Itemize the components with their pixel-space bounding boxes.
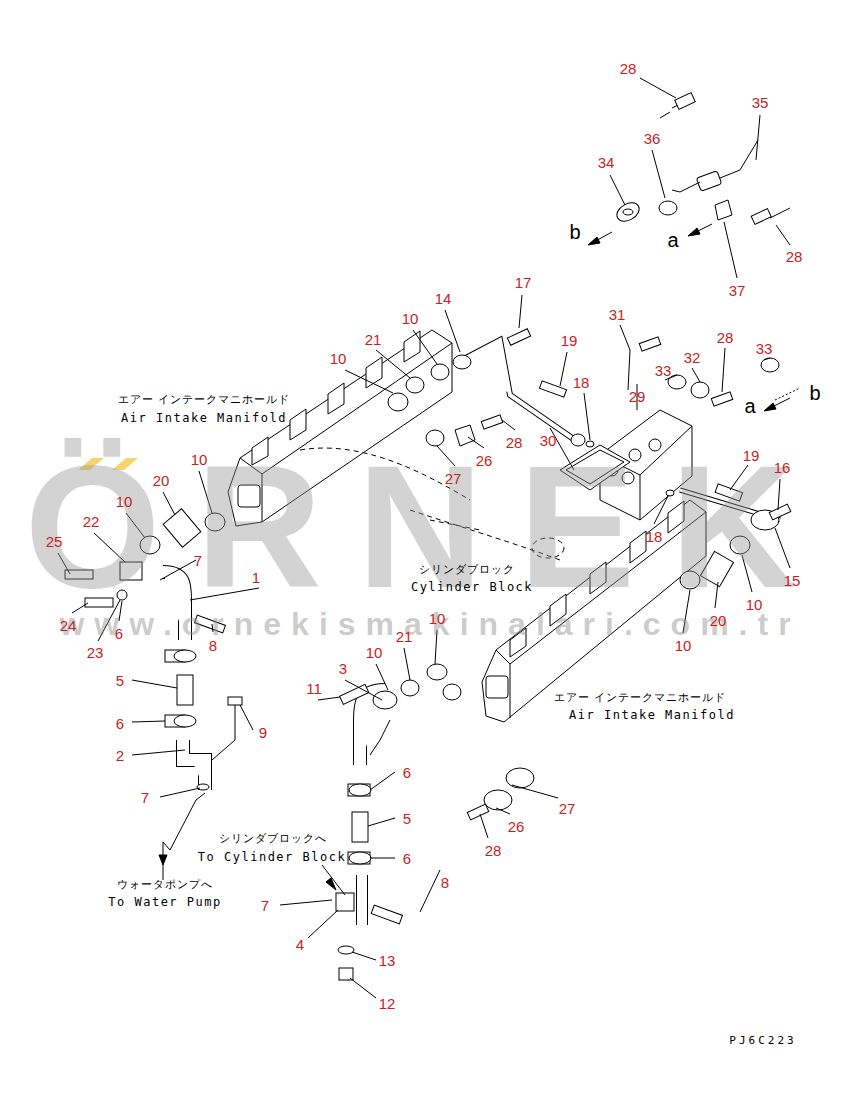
callout-number: 10 bbox=[675, 638, 692, 653]
callout-number: 33 bbox=[655, 363, 672, 378]
callout-number: 1 bbox=[252, 570, 260, 585]
callout-number: 10 bbox=[429, 611, 446, 626]
callout-number: 22 bbox=[83, 514, 100, 529]
part-name-english: Air Intake Manifold bbox=[569, 709, 735, 721]
callout-number: 6 bbox=[116, 716, 124, 731]
part-name-japanese: エアー インテークマニホールド bbox=[118, 394, 291, 405]
callout-number: 3 bbox=[339, 661, 347, 676]
callout-number: 10 bbox=[116, 494, 133, 509]
drawing-code: PJ6C223 bbox=[729, 1035, 796, 1046]
part-name-japanese: シリンダブロックへ bbox=[219, 833, 327, 844]
callout-number: 28 bbox=[717, 330, 734, 345]
callout-number: 28 bbox=[620, 61, 637, 76]
callout-number: 33 bbox=[756, 341, 773, 356]
callout-number: 20 bbox=[710, 613, 727, 628]
part-name-japanese: ウォータポンプへ bbox=[117, 879, 213, 890]
callout-number: 10 bbox=[402, 311, 419, 326]
callout-number: 4 bbox=[296, 937, 304, 952]
callout-number: 32 bbox=[684, 350, 701, 365]
part-name-japanese: エアー インテークマニホールド bbox=[554, 692, 727, 703]
callout-number: 18 bbox=[646, 529, 663, 544]
callout-number: 2 bbox=[116, 748, 124, 763]
callout-number: 27 bbox=[559, 801, 576, 816]
callout-number: 23 bbox=[87, 645, 104, 660]
callout-number: 21 bbox=[396, 629, 413, 644]
callout-number: 35 bbox=[752, 95, 769, 110]
callout-number: 16 bbox=[774, 460, 791, 475]
callout-number: 24 bbox=[60, 618, 77, 633]
callout-number: 13 bbox=[379, 953, 396, 968]
callout-number: 28 bbox=[485, 843, 502, 858]
callout-number: 26 bbox=[508, 819, 525, 834]
callout-number: 27 bbox=[445, 471, 462, 486]
callout-number: 12 bbox=[379, 996, 396, 1011]
callout-number: 9 bbox=[259, 725, 267, 740]
callout-number: 8 bbox=[441, 875, 449, 890]
callout-number: 8 bbox=[209, 638, 217, 653]
part-name-english: Cylinder Block bbox=[411, 581, 533, 593]
callout-number: 5 bbox=[116, 673, 124, 688]
part-name-english: To Cylinder Block bbox=[198, 851, 346, 863]
part-name-japanese: シリンダブロック bbox=[419, 564, 515, 575]
callout-number: 25 bbox=[46, 534, 63, 549]
callout-number: 6 bbox=[403, 851, 411, 866]
callout-number: 7 bbox=[194, 553, 202, 568]
callout-number: 21 bbox=[365, 332, 382, 347]
part-name-english: To Water Pump bbox=[108, 896, 221, 908]
callout-number: 30 bbox=[540, 433, 557, 448]
callout-number: 7 bbox=[261, 898, 269, 913]
callout-number: 10 bbox=[191, 452, 208, 467]
callout-number: 10 bbox=[366, 645, 383, 660]
callout-number: 7 bbox=[141, 790, 149, 805]
callout-number: 15 bbox=[784, 573, 801, 588]
callout-number: 5 bbox=[403, 811, 411, 826]
callout-number: 11 bbox=[306, 681, 322, 696]
view-arrow-letter: a bbox=[667, 230, 678, 250]
view-arrow-letter: a bbox=[744, 396, 755, 416]
callout-number: 28 bbox=[506, 435, 523, 450]
callout-number: 14 bbox=[435, 291, 452, 306]
callout-number: 19 bbox=[743, 448, 760, 463]
callout-number: 10 bbox=[330, 351, 347, 366]
callout-number: 29 bbox=[629, 389, 646, 404]
callout-number: 6 bbox=[403, 765, 411, 780]
callout-number: 37 bbox=[729, 283, 746, 298]
view-arrow-letter: b bbox=[809, 383, 820, 403]
callout-number: 19 bbox=[561, 333, 578, 348]
part-name-english: Air Intake Manifold bbox=[121, 412, 287, 424]
view-arrow-letter: b bbox=[569, 222, 580, 242]
callout-number: 28 bbox=[786, 249, 803, 264]
callout-number: 17 bbox=[515, 275, 532, 290]
callout-number: 10 bbox=[746, 597, 763, 612]
callout-number: 18 bbox=[573, 375, 590, 390]
callout-number: 31 bbox=[609, 307, 626, 322]
callout-number: 20 bbox=[153, 473, 170, 488]
callout-number: 34 bbox=[598, 155, 615, 170]
callout-number: 36 bbox=[644, 131, 661, 146]
callout-number: 26 bbox=[476, 453, 493, 468]
callout-number: 6 bbox=[115, 626, 123, 641]
